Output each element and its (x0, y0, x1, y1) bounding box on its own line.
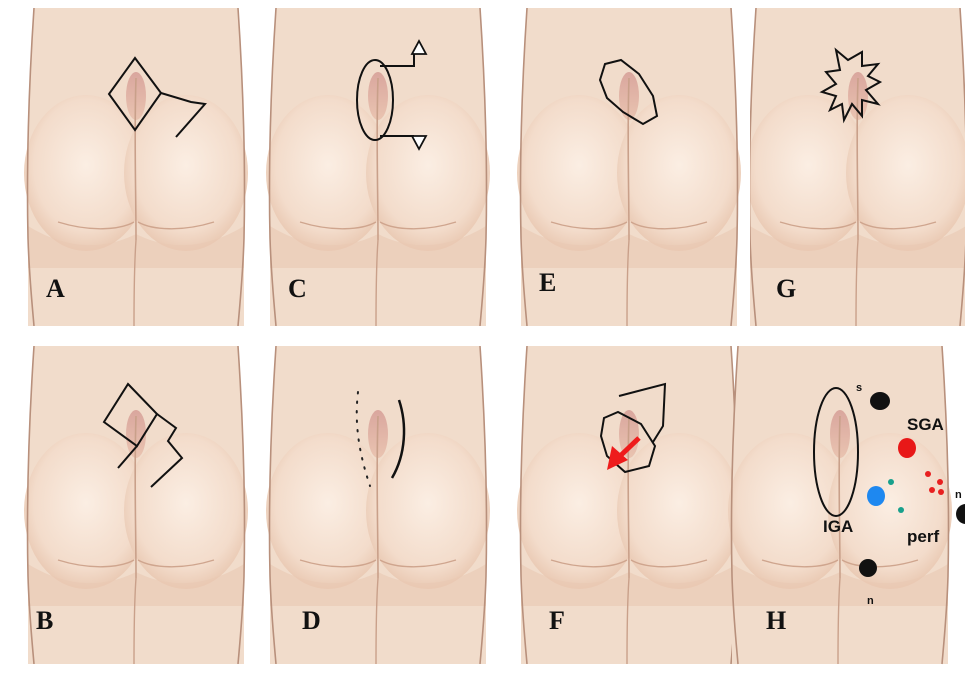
panel-letter-a: A (46, 276, 65, 302)
buttocks-illustration-b (20, 346, 252, 664)
sga-label: SGA (907, 415, 944, 434)
panel-letter-f: F (549, 608, 565, 634)
teal-dot-upper (888, 479, 894, 485)
buttocks-illustration-d (262, 346, 494, 664)
right-marker-dot (956, 504, 965, 524)
panel-h: s SGA IGA perf n n H (710, 346, 965, 699)
panel-a: A (20, 8, 252, 326)
panel-e: E (513, 8, 745, 326)
perf-dot-3 (929, 487, 935, 493)
panel-c: C (262, 8, 494, 326)
sga-dot (898, 438, 916, 458)
panel-d: D (262, 346, 494, 664)
panel-letter-d: D (302, 608, 321, 634)
buttocks-illustration-h: s SGA IGA perf n n (710, 346, 965, 699)
panel-b: B (20, 346, 252, 664)
iga-dot (867, 486, 885, 506)
bottom-marker-dot (859, 559, 877, 577)
perf-dot-4 (938, 489, 944, 495)
perf-label: perf (907, 527, 939, 546)
iga-label: IGA (823, 517, 853, 536)
panel-letter-e: E (539, 270, 556, 296)
top-marker-dot (870, 392, 890, 410)
panel-letter-b: B (36, 608, 53, 634)
panel-letter-g: G (776, 276, 796, 302)
top-marker-label: s (856, 382, 862, 394)
teal-dot-lower (898, 507, 904, 513)
panel-letter-c: C (288, 276, 307, 302)
bottom-marker-label: n (867, 595, 874, 607)
panel-g: G (750, 8, 965, 326)
right-marker-label: n (955, 489, 962, 501)
perf-dot-1 (925, 471, 931, 477)
perf-dot-2 (937, 479, 943, 485)
panel-letter-h: H (766, 608, 786, 634)
